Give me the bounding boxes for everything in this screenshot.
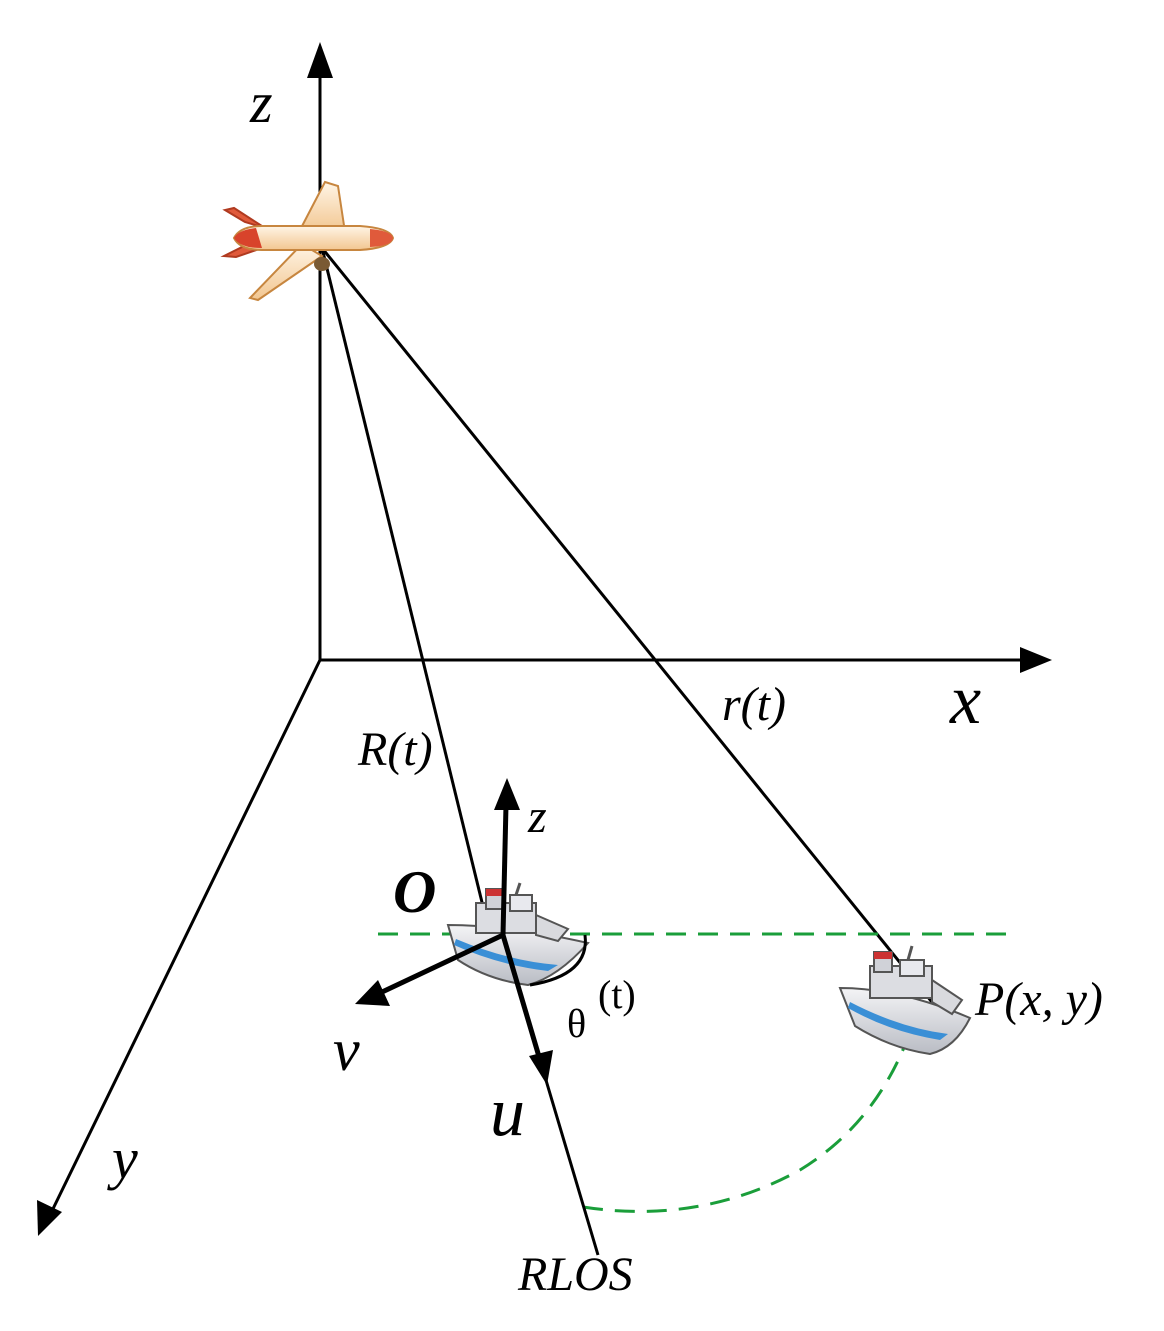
range-lines	[320, 247, 942, 1013]
local-v-axis-line	[378, 932, 505, 996]
global-y-label: y	[107, 1126, 138, 1191]
origin-label: O	[393, 859, 436, 925]
v-axis-label: v	[333, 1017, 360, 1083]
x-axis-arrowhead	[1020, 647, 1052, 673]
range-r-label: r(t)	[722, 678, 786, 731]
range-line-R	[320, 247, 492, 936]
theta-arg-label: (t)	[598, 972, 636, 1017]
rlos-label: RLOS	[517, 1248, 633, 1301]
ship-icon	[838, 945, 972, 1056]
global-x-label: x	[949, 662, 981, 739]
rlos-line	[538, 1059, 600, 1256]
local-z-label: z	[527, 790, 547, 843]
z-axis-arrowhead	[307, 42, 333, 78]
theta-angle-arc	[529, 934, 587, 987]
point-P-label: P(x, y)	[974, 973, 1103, 1026]
theta-label: θ	[567, 1001, 586, 1046]
global-axes	[48, 70, 1030, 1216]
local-u-axis-arrowhead	[529, 1050, 553, 1085]
local-z-axis-arrowhead	[494, 778, 520, 810]
dashed-rotation-arc	[582, 999, 922, 1213]
u-axis-label: u	[490, 1074, 525, 1151]
y-axis-line	[48, 659, 322, 1216]
global-z-label: z	[249, 70, 273, 135]
airplane-icon	[220, 180, 395, 302]
ship-icon	[446, 882, 590, 987]
local-z-axis-line	[500, 804, 509, 936]
y-axis-arrowhead	[37, 1200, 62, 1236]
range-line-r	[320, 247, 942, 1013]
local-u-axis-line	[500, 934, 543, 1061]
range-R-label: R(t)	[357, 723, 433, 776]
local-v-axis-arrowhead	[355, 980, 390, 1006]
local-axes	[378, 804, 543, 1061]
